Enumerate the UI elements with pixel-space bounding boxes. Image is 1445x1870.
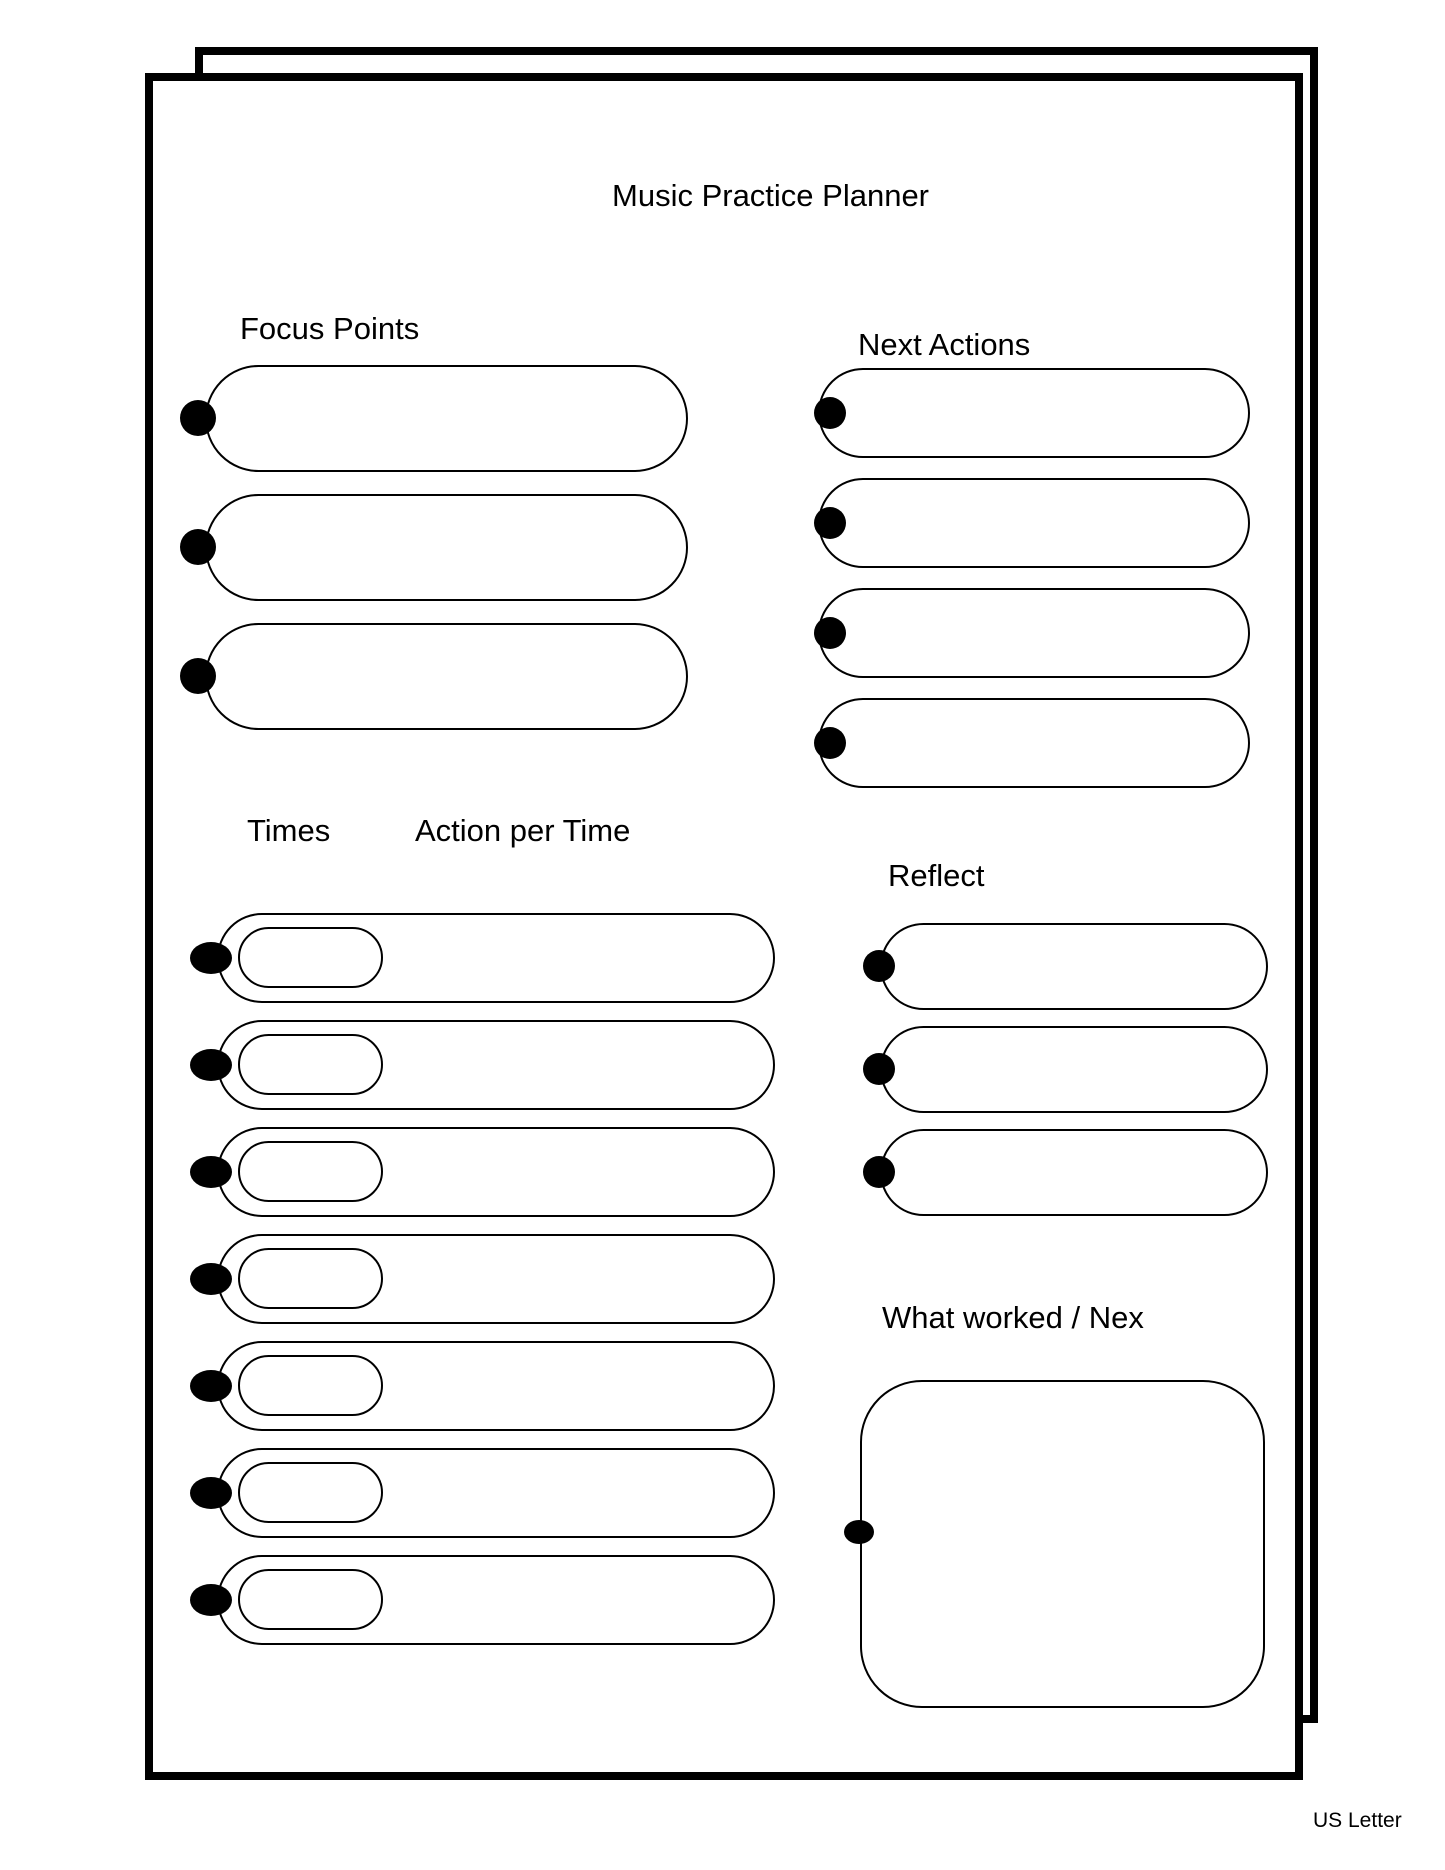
bullet-dot-icon: [863, 950, 895, 982]
reflect-heading: Reflect: [888, 858, 985, 893]
bullet-dot-icon: [190, 1584, 232, 1616]
bullet-dot-icon: [190, 1477, 232, 1509]
time-field[interactable]: [238, 927, 383, 988]
bullet-dot-icon: [190, 1370, 232, 1402]
focus-points-heading: Focus Points: [240, 311, 420, 346]
bullet-dot-icon: [190, 1049, 232, 1081]
next-actions-heading: Next Actions: [858, 327, 1031, 362]
bullet-dot-icon: [180, 529, 216, 565]
bullet-dot-icon: [190, 942, 232, 974]
bullet-dot-icon: [863, 1053, 895, 1085]
bullet-dot-icon: [190, 1263, 232, 1295]
reflect-field[interactable]: [880, 923, 1268, 1010]
bullet-dot-icon: [814, 397, 846, 429]
bullet-dot-icon: [814, 617, 846, 649]
bullet-dot-icon: [190, 1156, 232, 1188]
reflect-field[interactable]: [880, 1026, 1268, 1113]
next-action-field[interactable]: [818, 478, 1250, 568]
time-field[interactable]: [238, 1569, 383, 1630]
bullet-dot-icon: [844, 1520, 874, 1544]
time-field[interactable]: [238, 1248, 383, 1309]
times-heading: Times: [247, 813, 331, 848]
reflect-field[interactable]: [880, 1129, 1268, 1216]
what-worked-heading: What worked / Nex: [882, 1300, 1144, 1335]
time-field[interactable]: [238, 1355, 383, 1416]
time-field[interactable]: [238, 1141, 383, 1202]
paper-size-label: US Letter: [1313, 1809, 1402, 1832]
focus-point-field[interactable]: [205, 365, 688, 472]
focus-point-field[interactable]: [205, 494, 688, 601]
bullet-dot-icon: [814, 727, 846, 759]
what-worked-notes-field[interactable]: [860, 1380, 1265, 1708]
page-title: Music Practice Planner: [612, 178, 930, 213]
next-action-field[interactable]: [818, 368, 1250, 458]
bullet-dot-icon: [863, 1156, 895, 1188]
bullet-dot-icon: [180, 658, 216, 694]
next-action-field[interactable]: [818, 698, 1250, 788]
action-per-time-heading: Action per Time: [415, 813, 631, 848]
time-field[interactable]: [238, 1034, 383, 1095]
bullet-dot-icon: [814, 507, 846, 539]
time-field[interactable]: [238, 1462, 383, 1523]
focus-point-field[interactable]: [205, 623, 688, 730]
next-action-field[interactable]: [818, 588, 1250, 678]
bullet-dot-icon: [180, 400, 216, 436]
